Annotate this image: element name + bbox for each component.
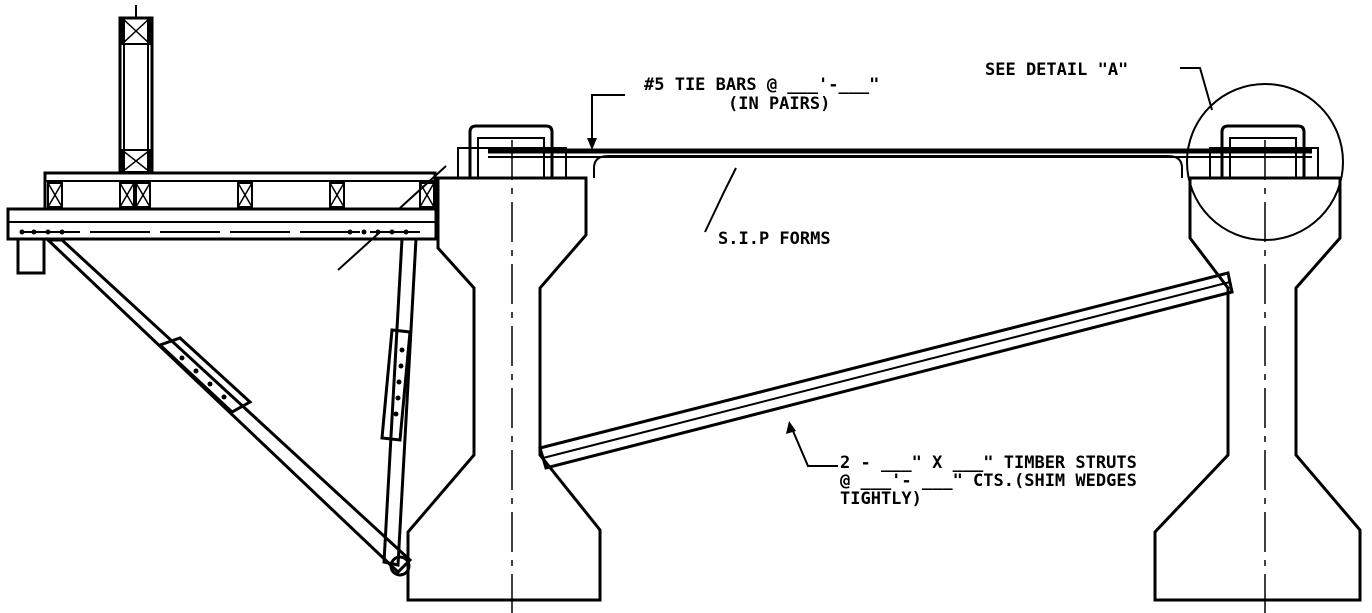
railing-post — [118, 5, 154, 175]
left-stirrup — [457, 124, 567, 179]
detail-a-circle — [1186, 83, 1344, 241]
timber-struts-label: 2 - ___" X ___" TIMBER STRUTS — [840, 453, 1137, 473]
tie-bars-label: #5 TIE BARS @ ___'-___" — [644, 75, 879, 95]
left-girder — [406, 140, 602, 613]
sip-forms-label: S.I.P FORMS — [718, 229, 831, 249]
deck-blocking — [47, 182, 435, 208]
leaders — [587, 67, 1213, 467]
timber-struts — [538, 271, 1234, 470]
sip-forms — [593, 155, 1183, 178]
bracket-holes — [19, 229, 409, 235]
tie-bars-pairs-label: (IN PAIRS) — [728, 94, 830, 114]
right-girder — [1153, 140, 1362, 613]
brace-holes — [179, 355, 227, 400]
timber-struts-spacing-label: @ ___'- ___" CTS.(SHIM WEDGES — [840, 471, 1137, 491]
leg-holes — [393, 347, 405, 417]
timber-struts-tightly-label: TIGHTLY) — [840, 489, 922, 509]
see-detail-label: SEE DETAIL "A" — [985, 60, 1128, 80]
overhang-bracket — [6, 165, 447, 577]
